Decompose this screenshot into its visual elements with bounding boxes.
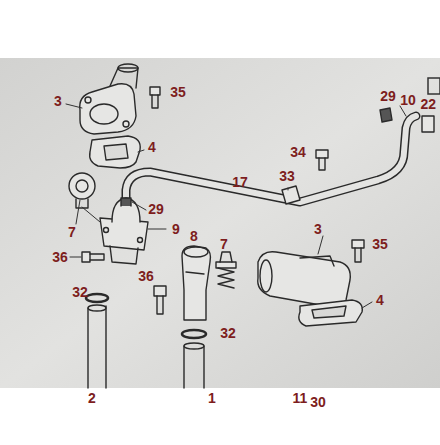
- hose-end: [184, 343, 204, 349]
- gasket: [90, 136, 141, 168]
- callout-number: 8: [189, 229, 199, 243]
- callout-number: 34: [289, 145, 307, 159]
- callout-number: 11: [292, 391, 309, 405]
- callout-number: 4: [147, 140, 157, 154]
- callout-number: 3: [53, 94, 63, 108]
- leader-lines: [66, 104, 406, 308]
- thermostat: [216, 252, 236, 288]
- callout-number: 17: [231, 175, 249, 189]
- callout-number: 22: [419, 97, 437, 111]
- water-outlet-housing: [80, 64, 138, 134]
- callout-number: 7: [219, 237, 229, 251]
- bolt: [352, 240, 364, 262]
- radiator-hose: [88, 306, 106, 388]
- bolt: [82, 252, 104, 262]
- callout-number: 32: [219, 326, 237, 340]
- hose-clamp: [380, 108, 392, 122]
- corner-icon: [428, 78, 440, 94]
- bypass-hose: [126, 116, 416, 206]
- callout-number: 7: [67, 225, 77, 239]
- callout-number: 32: [71, 285, 89, 299]
- callout-number: 2: [87, 391, 97, 405]
- hose-end: [88, 305, 106, 311]
- callout-number: 36: [137, 269, 155, 283]
- callout-number: 35: [169, 85, 187, 99]
- callout-number: 30: [309, 395, 327, 409]
- gasket: [299, 300, 362, 326]
- callout-number: 29: [147, 202, 165, 216]
- callout-number: 4: [375, 293, 385, 307]
- radiator-hose: [184, 346, 204, 388]
- thermostat: [69, 173, 95, 208]
- hose-clamp: [182, 330, 206, 338]
- hose-clip: [282, 186, 300, 204]
- thermostat-housing: [100, 198, 148, 264]
- callout-number: 33: [278, 169, 296, 183]
- bolt: [154, 286, 166, 314]
- cap: [422, 116, 434, 132]
- callout-number: 3: [313, 222, 323, 236]
- callout-number: 36: [51, 250, 69, 264]
- hose-clamp: [86, 294, 108, 302]
- callout-number: 29: [379, 89, 397, 103]
- bolt: [316, 150, 328, 170]
- bolt: [150, 87, 160, 108]
- water-inlet-pipe: [182, 246, 211, 320]
- callout-number: 10: [399, 93, 417, 107]
- callout-number: 1: [207, 391, 217, 405]
- callout-number: 35: [371, 237, 389, 251]
- callout-number: 9: [171, 222, 181, 236]
- paper-photo: [0, 58, 440, 388]
- water-outlet-housing: [258, 252, 351, 307]
